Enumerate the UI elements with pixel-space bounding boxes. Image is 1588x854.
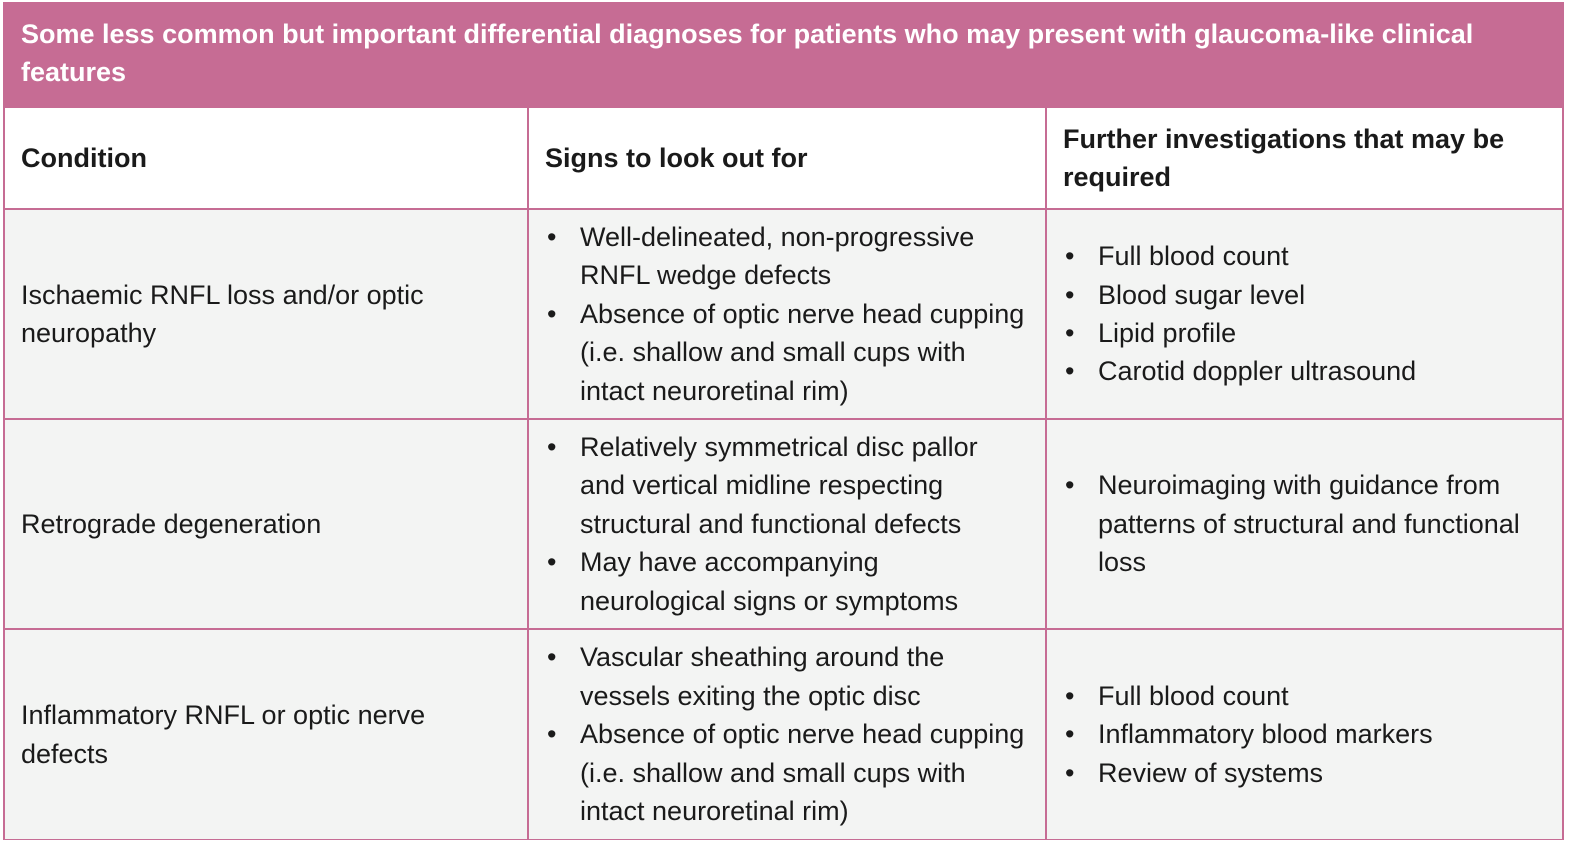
investigations-list: Full blood count Blood sugar level Lipid… [1063,237,1546,391]
condition-cell: Retrograde degeneration [5,418,529,630]
list-item: Relatively symmetrical disc pallor and v… [547,428,1029,543]
list-item: Full blood count [1065,677,1546,716]
list-item: Full blood count [1065,237,1546,276]
signs-cell: Vascular sheathing around the vessels ex… [527,628,1047,839]
condition-cell: Ischaemic RNFL loss and/or optic neuropa… [5,208,529,420]
table-row: Ischaemic RNFL loss and/or optic neuropa… [5,208,1562,420]
list-item: Well-delineated, non-progressive RNFL we… [547,218,1029,295]
signs-list: Vascular sheathing around the vessels ex… [545,638,1029,830]
signs-list: Well-delineated, non-progressive RNFL we… [545,218,1029,410]
investigations-cell: Neuroimaging with guidance from patterns… [1045,418,1562,630]
list-item: Neuroimaging with guidance from patterns… [1065,466,1546,581]
list-item: Inflammatory blood markers [1065,715,1546,754]
signs-cell: Relatively symmetrical disc pallor and v… [527,418,1047,630]
table-row: Retrograde degeneration Relatively symme… [5,418,1562,630]
header-condition: Condition [5,108,529,210]
list-item: Lipid profile [1065,314,1546,353]
investigations-list: Full blood count Inflammatory blood mark… [1063,677,1546,793]
list-item: Carotid doppler ultrasound [1065,352,1546,391]
investigations-cell: Full blood count Blood sugar level Lipid… [1045,208,1562,420]
investigations-list: Neuroimaging with guidance from patterns… [1063,466,1546,581]
investigations-cell: Full blood count Inflammatory blood mark… [1045,628,1562,839]
signs-list: Relatively symmetrical disc pallor and v… [545,428,1029,620]
table-caption: Some less common but important different… [5,2,1562,108]
header-investigations: Further investigations that may be requi… [1045,108,1562,210]
signs-cell: Well-delineated, non-progressive RNFL we… [527,208,1047,420]
condition-cell: Inflammatory RNFL or optic nerve defects [5,628,529,839]
list-item: Blood sugar level [1065,276,1546,315]
list-item: Absence of optic nerve head cupping (i.e… [547,715,1029,830]
diagnoses-grid: Condition Signs to look out for Further … [5,108,1562,839]
header-signs: Signs to look out for [527,108,1047,210]
list-item: Vascular sheathing around the vessels ex… [547,638,1029,715]
differential-diagnoses-table: Some less common but important different… [3,2,1564,840]
list-item: Absence of optic nerve head cupping (i.e… [547,295,1029,410]
list-item: Review of systems [1065,754,1546,793]
header-row: Condition Signs to look out for Further … [5,108,1562,210]
table-row: Inflammatory RNFL or optic nerve defects… [5,628,1562,839]
list-item: May have accompanying neurological signs… [547,543,1029,620]
